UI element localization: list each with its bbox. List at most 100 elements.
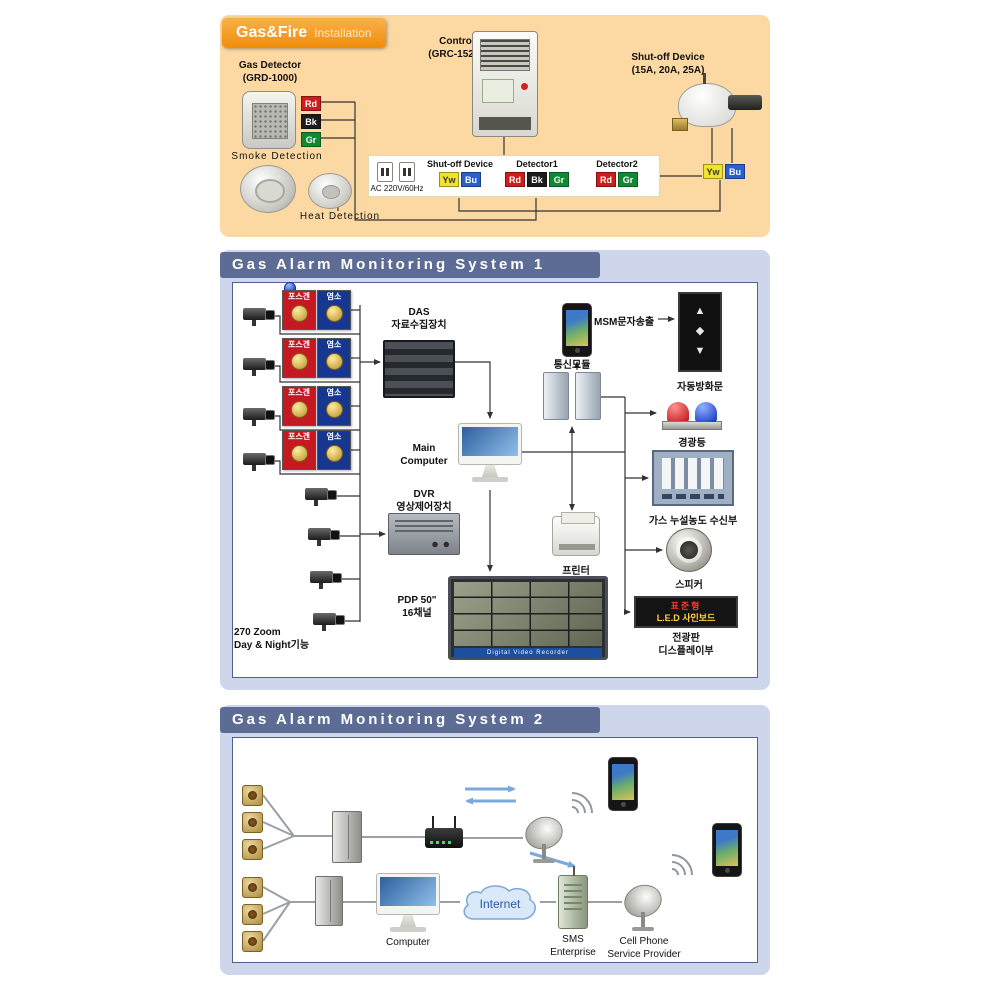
alarm-label: 염소 [326, 388, 342, 397]
gas-detector-node-icon [242, 931, 263, 952]
internet-cloud-icon [463, 885, 536, 920]
gas-detector-node-icon [242, 812, 263, 833]
system1-header: Gas Alarm Monitoring System 1 [220, 252, 600, 278]
das-server-icon [383, 340, 455, 398]
wire-pin-rd: Rd [301, 96, 321, 111]
fire-door-label: 자동방화문 [677, 382, 723, 393]
wireless-router-icon [425, 816, 463, 848]
terminal-pin: Gr [549, 172, 569, 187]
alarm-label: 염소 [326, 340, 342, 349]
gas-fire-installation-panel: Gas&Fire Installation Gas Detector (GRD-… [220, 15, 770, 237]
sms-server-icon [558, 866, 588, 929]
sms-enterprise-label: SMS Enterprise [550, 934, 596, 958]
smartphone-icon [712, 823, 742, 877]
pdp-label: PDP 50" 16채널 [397, 595, 437, 619]
led-signboard-icon: 표준형 L.E.D 사인보드 [634, 596, 738, 628]
cctv-camera-icon [243, 405, 275, 427]
phosgene-alarm-panel: 포스겐 [282, 290, 316, 330]
heat-detector-icon [308, 173, 352, 209]
comm-module-label: 통신모듈 [553, 360, 591, 371]
valve-pin-bu: Bu [725, 164, 745, 179]
cctv-camera-icon [310, 568, 342, 590]
alarm-label: 포스겐 [287, 340, 311, 349]
gas-fire-badge: Gas&Fire Installation [222, 18, 386, 48]
gas-detector-node-icon [242, 839, 263, 860]
fire-door-icon [678, 292, 722, 372]
cctv-camera-icon [243, 355, 275, 377]
wire-pin-gr: Gr [301, 132, 321, 147]
computer-label: Computer [386, 937, 430, 948]
gas-detector-node-icon [242, 904, 263, 925]
warning-beacon-icon [660, 396, 724, 430]
gas-receiver-icon [652, 450, 734, 506]
system2-header: Gas Alarm Monitoring System 2 [220, 707, 600, 733]
shutoff-device-label: Shut-off Device (15A, 20A, 25A) [631, 52, 705, 76]
terminal-pin: Gr [618, 172, 638, 187]
led-panel-label: 전광판 디스플레이부 [658, 633, 714, 657]
chlorine-alarm-panel: 염소 [317, 386, 351, 426]
chlorine-alarm-panel: 염소 [317, 430, 351, 470]
valve-pin-yw: Yw [703, 164, 723, 179]
internet-label: Internet [479, 897, 521, 911]
chlorine-alarm-panel: 염소 [317, 290, 351, 330]
phosgene-alarm-panel: 포스겐 [282, 430, 316, 470]
heat-detection-label: Heat Detection [299, 211, 381, 222]
chlorine-alarm-panel: 염소 [317, 338, 351, 378]
badge-subtitle: Installation [314, 26, 372, 40]
terminal-pin: Rd [596, 172, 616, 187]
monitoring-system2-panel: Gas Alarm Monitoring System 2 [220, 705, 770, 975]
ac-power-label: AC 220V/60Hz [370, 184, 424, 193]
pdp-monitor-icon: Digital Video Recorder [448, 576, 608, 660]
alarm-label: 포스겐 [287, 432, 311, 441]
cctv-camera-icon [243, 305, 275, 327]
terminal-pin: Rd [505, 172, 525, 187]
smartphone-icon [608, 757, 638, 811]
cctv-camera-icon [308, 525, 340, 547]
das-label: DAS 자료수집장치 [391, 307, 447, 331]
wire-pin-bk: Bk [301, 114, 321, 129]
speaker-icon [666, 528, 712, 572]
printer-icon [552, 512, 600, 556]
speaker-label: 스피커 [675, 580, 703, 591]
cctv-camera-icon [305, 485, 337, 507]
pdp-badge: Digital Video Recorder [454, 648, 602, 658]
terminal-pin: Yw [439, 172, 459, 187]
main-computer-icon [458, 423, 522, 485]
gas-detector-node-icon [242, 877, 263, 898]
phosgene-alarm-panel: 포스겐 [282, 338, 316, 378]
control-cabinet-icon [315, 876, 343, 926]
receiver-label: 가스 누설농도 수신부 [648, 516, 738, 527]
satellite-dish-icon [523, 815, 567, 863]
alarm-label: 염소 [326, 432, 342, 441]
msm-phone-icon [562, 303, 592, 357]
badge-title: Gas&Fire [236, 24, 308, 41]
msm-label: MSM문자송출 [594, 317, 655, 328]
dvr-icon [388, 513, 460, 555]
provider-dish-icon [622, 883, 666, 931]
zoom-camera-label: 270 Zoom Day & Night기능 [234, 627, 310, 651]
smoke-detection-label: Smoke Detection [231, 151, 323, 162]
cctv-grid [454, 582, 602, 646]
gas-detector-label: Gas Detector (GRD-1000) [238, 60, 302, 84]
gas-detector-icon [242, 91, 296, 149]
smoke-detector-icon [240, 165, 296, 213]
alarm-label: 포스겐 [287, 292, 311, 301]
control-cabinet-icon [332, 811, 362, 863]
system2-diagram-area [232, 737, 758, 963]
monitoring-system1-panel: Gas Alarm Monitoring System 1 [220, 250, 770, 690]
alarm-label: 포스겐 [287, 388, 311, 397]
shutoff-valve-icon [672, 73, 764, 131]
main-computer-label: Main Computer [400, 443, 448, 467]
alarm-label: 염소 [326, 292, 342, 301]
beacon-label: 경광등 [678, 438, 706, 449]
computer-icon [376, 873, 440, 935]
terminal-pin: Bu [461, 172, 481, 187]
gas-detector-node-icon [242, 785, 263, 806]
dvr-label: DVR 영상제어장치 [396, 489, 452, 513]
controller-label: Controller (GRC-1525 2P) [428, 36, 498, 60]
phosgene-alarm-panel: 포스겐 [282, 386, 316, 426]
